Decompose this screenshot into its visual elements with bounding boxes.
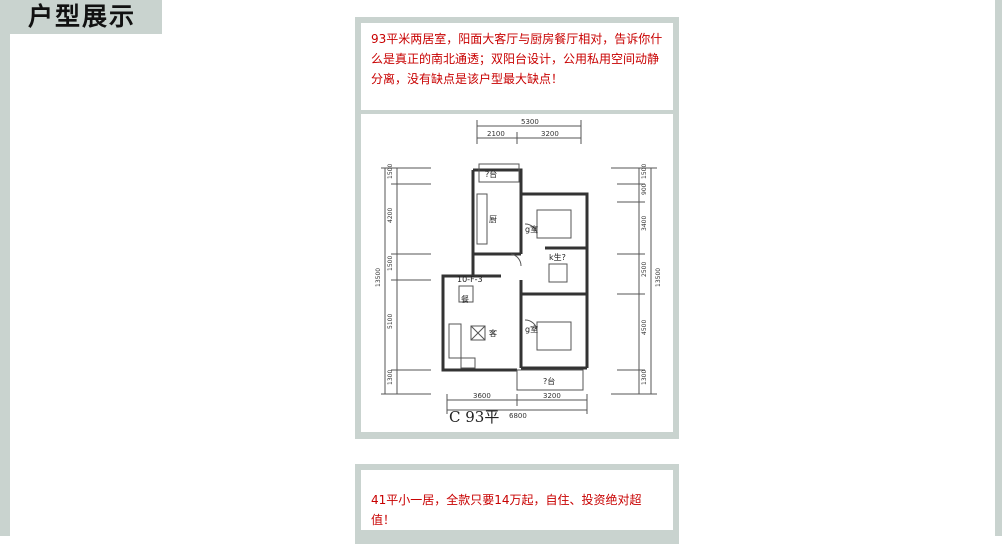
dim-left-2: 4200 — [387, 208, 394, 223]
dim-right-6: 1300 — [641, 370, 648, 385]
dim-left-3: 1500 — [387, 256, 394, 271]
room-unit-code: 10-F-3 — [457, 275, 483, 284]
dim-top-left: 2100 — [487, 130, 505, 138]
dim-top-right: 3200 — [541, 130, 559, 138]
room-kitchen: 厨 — [489, 215, 497, 224]
right-border-rail — [995, 0, 1002, 536]
room-dining: 餐 — [461, 295, 469, 304]
dim-left-4: 5100 — [387, 314, 394, 329]
dim-right-total: 13500 — [655, 268, 662, 287]
dim-left-1: 1500 — [387, 164, 394, 179]
floorplan-image[interactable]: 5300 2100 3200 3600 3200 6800 ?台 厨 g室 k生… — [361, 114, 673, 432]
dim-right-5: 4500 — [641, 320, 648, 335]
dim-right-4: 2500 — [641, 262, 648, 277]
section-header — [10, 0, 162, 34]
floorplan-name: C 93平 — [449, 408, 500, 426]
dim-top-total: 5300 — [521, 118, 539, 126]
room-bedroom-north: g室 — [525, 224, 538, 234]
dim-left-5: 1300 — [387, 370, 394, 385]
floorplan-drawing: 5300 2100 3200 3600 3200 6800 ?台 厨 g室 k生… — [375, 118, 662, 420]
dim-bottom-left: 3600 — [473, 392, 491, 400]
section-title: 户型展示 — [28, 2, 137, 31]
room-balcony-south: ?台 — [543, 376, 555, 386]
room-bedroom-south: g室 — [525, 324, 538, 334]
floorplan-caption: 41平小一居，全款只要14万起，自住、投资绝对超值！ — [361, 470, 673, 530]
floorplan-caption: 93平米两居室，阳面大客厅与厨房餐厅相对，告诉你什么是真正的南北通透；双阳台设计… — [361, 23, 673, 110]
dim-right-1: 1500 — [641, 164, 648, 179]
room-living: 客 — [489, 328, 497, 338]
dim-bottom-right: 3200 — [543, 392, 561, 400]
dim-bottom-total: 6800 — [509, 412, 527, 420]
room-balcony-north: ?台 — [485, 169, 497, 179]
room-bathroom: k生? — [549, 252, 566, 262]
floorplan-card-93: 93平米两居室，阳面大客厅与厨房餐厅相对，告诉你什么是真正的南北通透；双阳台设计… — [355, 17, 679, 439]
dim-left-total: 13500 — [375, 268, 382, 287]
left-border-rail — [0, 0, 10, 536]
dim-right-2: 900 — [641, 183, 648, 195]
dim-right-3: 3400 — [641, 216, 648, 231]
floorplan-card-41: 41平小一居，全款只要14万起，自住、投资绝对超值！ — [355, 464, 679, 544]
